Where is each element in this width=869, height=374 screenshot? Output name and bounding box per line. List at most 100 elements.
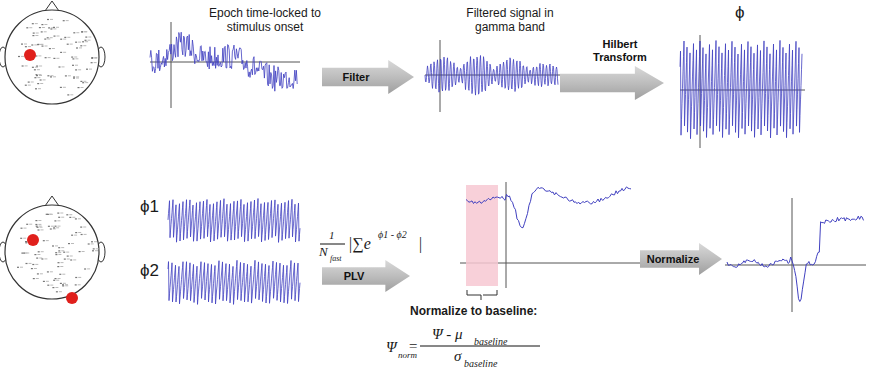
arrow-shape	[640, 243, 722, 275]
electrode-tag	[60, 213, 63, 214]
electrode-tag	[68, 75, 71, 76]
electrode	[55, 254, 57, 255]
baseline-window	[466, 185, 498, 286]
electrode	[32, 67, 34, 68]
electrode	[26, 263, 28, 264]
electrode	[64, 259, 66, 260]
electrode-tag	[39, 75, 42, 76]
electrode-tag	[37, 254, 40, 255]
electrode-tag	[50, 285, 53, 286]
electrode	[53, 58, 55, 59]
electrode	[47, 37, 49, 38]
electrode	[53, 27, 55, 28]
electrode-tag	[94, 58, 97, 59]
electrode	[58, 262, 60, 263]
formula-part: baseline	[474, 335, 507, 349]
electrode-tag	[84, 31, 87, 32]
formula-part: 1	[329, 228, 335, 242]
electrode	[75, 277, 77, 278]
electrode	[32, 23, 34, 24]
electrode	[75, 218, 77, 219]
electrode-tag	[35, 35, 38, 36]
electrode	[75, 69, 77, 70]
electrode-tag	[58, 254, 61, 255]
electrode-tag	[84, 31, 87, 32]
electrode-tag	[61, 262, 64, 263]
electrode-tag	[83, 227, 86, 228]
electrode	[55, 226, 57, 227]
phase-symbol: ϕ1	[140, 200, 159, 214]
formula-part: =	[408, 339, 418, 353]
electrode-tag	[50, 271, 53, 272]
electrode	[60, 39, 62, 40]
electrode	[73, 78, 75, 79]
electrode-tag	[94, 57, 97, 58]
phase-trace	[680, 40, 802, 138]
electrode	[58, 247, 60, 248]
electrode	[35, 220, 37, 221]
arrow-label: Filter	[326, 60, 386, 84]
electrode-tag	[46, 281, 49, 282]
electrode	[81, 31, 83, 32]
gamma-trace	[425, 56, 558, 96]
electrode-tag	[59, 291, 62, 292]
electrode	[28, 82, 30, 83]
electrode-tag	[36, 278, 39, 279]
electrode	[52, 245, 54, 246]
electrode	[50, 76, 52, 77]
electrode	[25, 242, 27, 243]
electrode	[18, 56, 20, 57]
electrode-tag	[78, 42, 81, 43]
electrode-tag	[46, 240, 49, 241]
electrode-tag	[83, 81, 86, 82]
formula-part: Ψ	[386, 340, 397, 354]
electrode	[36, 75, 38, 76]
electrode-tag	[66, 252, 69, 253]
formula-part: baseline	[464, 357, 497, 371]
electrode-tag	[81, 87, 84, 88]
electrode	[25, 46, 27, 47]
electrode	[60, 87, 62, 88]
electrode-tag	[94, 62, 97, 63]
electrode	[82, 82, 84, 83]
electrode	[93, 248, 95, 249]
selected-electrode	[66, 292, 78, 304]
electrode	[91, 57, 93, 58]
process-arrow: Hilbert Transform	[560, 38, 664, 100]
electrode-tag	[56, 227, 59, 228]
electrode	[43, 240, 45, 241]
electrode-tag	[96, 248, 99, 249]
electrode-tag	[38, 88, 41, 89]
electrode-tag	[94, 241, 97, 242]
electrode-tag	[38, 55, 41, 56]
electrode	[37, 83, 39, 84]
electrode	[47, 214, 49, 215]
electrode	[81, 31, 83, 32]
process-arrow: Normalize	[640, 243, 722, 275]
electrode-tag	[53, 28, 56, 29]
electrode-tag	[44, 258, 47, 259]
electrode	[82, 41, 84, 42]
electrode-tag	[66, 20, 69, 21]
electrode	[50, 228, 52, 229]
electrode-tag	[82, 251, 85, 252]
electrode-tag	[63, 52, 66, 53]
electrode	[41, 24, 43, 25]
electrode	[91, 58, 93, 59]
electrode-tag	[36, 33, 39, 34]
arrow-label: Hilbert Transform	[580, 38, 660, 64]
electrode	[91, 62, 93, 63]
electrode	[80, 81, 82, 82]
electrode-tag	[28, 85, 31, 86]
electrode	[68, 243, 70, 244]
electrode	[59, 66, 61, 67]
electrode-tag	[39, 66, 42, 67]
electrode-tag	[53, 228, 56, 229]
electrode	[75, 232, 77, 233]
electrode-tag	[52, 48, 55, 49]
electrode	[47, 285, 49, 286]
arrow-shape	[322, 60, 414, 94]
note: Normalize to baseline:	[410, 304, 537, 318]
electrode-tag	[23, 238, 26, 239]
normalized-trace	[727, 216, 864, 301]
